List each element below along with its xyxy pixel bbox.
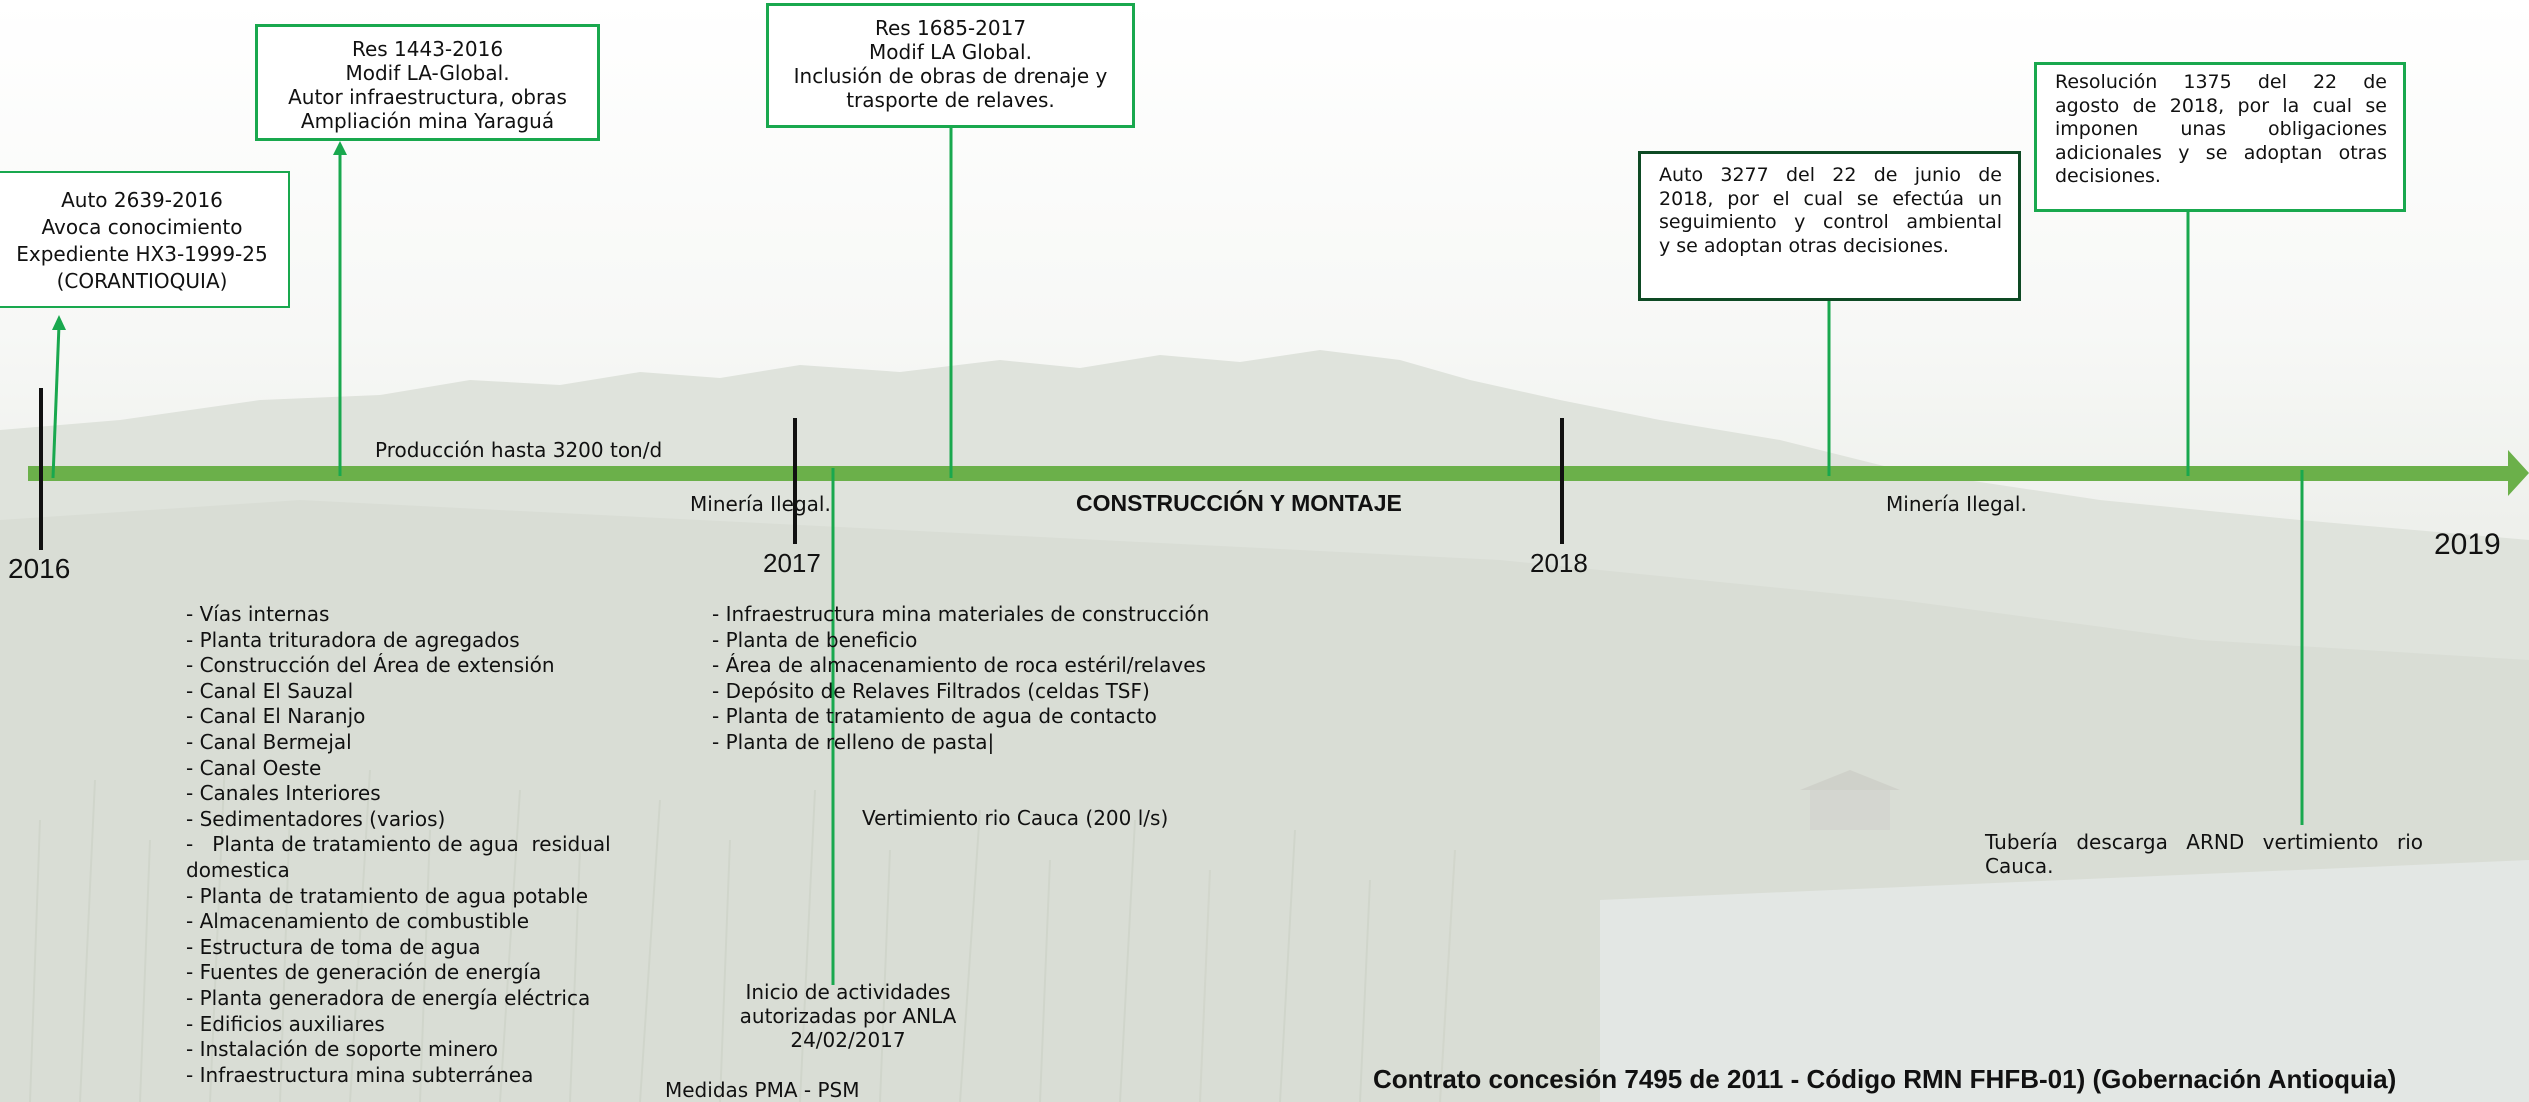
box-res-1685: Res 1685-2017 Modif LA Global. Inclusión… — [766, 3, 1135, 128]
list-item: - Canales Interiores — [186, 781, 381, 806]
list-item: - Planta de beneficio — [712, 627, 918, 652]
box-res-1375: Resolución 1375 del 22 de agosto de 2018… — [2034, 62, 2406, 212]
list-item: - Planta de tratamiento de agua residual… — [186, 832, 618, 882]
box-line: decisiones. — [2055, 165, 2161, 187]
year-2018: 2018 — [1530, 548, 1588, 578]
contract-caption: Contrato concesión 7495 de 2011 - Código… — [1373, 1064, 2397, 1094]
tuberia-line: Cauca. — [1985, 854, 2054, 878]
box-line: Resolución 1375 del 22 de — [2055, 71, 2387, 93]
box-line: seguimiento y control ambiental — [1659, 211, 2002, 233]
list-item: - Canal Oeste — [186, 755, 322, 780]
connector-auto-2639 — [51, 324, 61, 479]
list-item: - Vías internas — [186, 602, 330, 626]
box-line: Ampliación mina Yaraguá — [300, 109, 555, 133]
label-medidas-pma-psm: Medidas PMA - PSM — [665, 1078, 860, 1102]
list-item: - Canal Bermejal — [186, 729, 352, 754]
connector-auto-2639-arrow — [52, 315, 66, 330]
list-item: - Planta de relleno de pasta| — [712, 729, 995, 754]
list-item: - Planta de tratamiento de agua potable — [186, 883, 588, 908]
box-line: trasporte de relaves. — [846, 88, 1055, 112]
box-line: Avoca conocimiento — [41, 215, 243, 239]
list-item: - Edificios auxiliares — [186, 1011, 385, 1036]
list-item: - Almacenamiento de combustible — [186, 909, 530, 934]
list-item: - Canal El Sauzal — [186, 678, 354, 703]
list-item: - Planta generadora de energía eléctrica — [186, 985, 591, 1010]
list-item: - Construcción del Área de extensión — [186, 653, 555, 678]
timeline-arrow-head — [2508, 450, 2529, 496]
box-line: Res 1685-2017 — [874, 16, 1027, 40]
list-item: - Instalación de soporte minero — [186, 1037, 499, 1062]
box-line: Res 1443-2016 — [351, 37, 504, 61]
label-construccion-montaje: CONSTRUCCIÓN Y MONTAJE — [1076, 490, 1402, 516]
box-line: Autor infraestructura, obras — [288, 85, 567, 109]
list-item: - Infraestructura mina subterránea — [186, 1062, 534, 1087]
box-line: 2018, por el cual se efectúa un — [1659, 187, 2002, 210]
year-2016: 2016 — [8, 553, 71, 584]
label-vertimiento: Vertimiento rio Cauca (200 l/s) — [862, 806, 1169, 830]
connector-res-1443-arrow — [333, 141, 347, 155]
box-line: adicionales y se adoptan otras — [2055, 141, 2387, 164]
list-item: - Sedimentadores (varios) — [186, 806, 446, 831]
inicio-line: autorizadas por ANLA — [739, 1004, 957, 1028]
list-infraestructura-2017: - Infraestructura mina materiales de con… — [712, 602, 1209, 756]
box-line: y se adoptan otras decisiones. — [1659, 234, 1949, 257]
box-line: Auto 2639-2016 — [61, 188, 223, 212]
list-item: - Estructura de toma de agua — [186, 934, 481, 959]
timeline-arrow-shaft — [28, 466, 2518, 481]
list-item: - Fuentes de generación de energía — [186, 960, 542, 985]
box-auto-2639: Auto 2639-2016 Avoca conocimiento Expedi… — [0, 171, 290, 308]
list-item: - Canal El Naranjo — [186, 704, 366, 729]
box-line: Modif LA Global. — [869, 40, 1032, 64]
inicio-line: 24/02/2017 — [790, 1028, 906, 1052]
box-res-1443: Res 1443-2016 Modif LA-Global. Autor inf… — [255, 24, 600, 141]
label-inicio-actividades: Inicio de actividades autorizadas por AN… — [720, 980, 976, 1052]
list-item: - Planta trituradora de agregados — [186, 627, 520, 652]
box-line: Inclusión de obras de drenaje y — [793, 64, 1108, 88]
list-item: - Planta de tratamiento de agua de conta… — [712, 704, 1157, 729]
label-tuberia-descarga: Tubería descarga ARND vertimiento rio Ca… — [1985, 830, 2423, 878]
list-item: - Área de almacenamiento de roca estéril… — [712, 653, 1206, 678]
list-item: - Depósito de Relaves Filtrados (celdas … — [712, 678, 1150, 703]
inicio-line: Inicio de actividades — [745, 980, 951, 1004]
label-mineria-ilegal-1: Minería Ilegal. — [690, 492, 831, 516]
box-line: (CORANTIOQUIA) — [56, 269, 228, 293]
box-line: imponen unas obligaciones — [2055, 118, 2387, 140]
label-mineria-ilegal-2: Minería Ilegal. — [1886, 492, 2027, 516]
tuberia-line: Tubería descarga ARND vertimiento rio — [1985, 830, 2423, 854]
list-item: - Infraestructura mina materiales de con… — [712, 602, 1210, 626]
box-line: Expediente HX3-1999-25 — [16, 242, 268, 266]
year-2017: 2017 — [763, 548, 821, 578]
label-produccion: Producción hasta 3200 ton/d — [375, 438, 663, 462]
list-infraestructura-2016: - Vías internas - Planta trituradora de … — [186, 602, 656, 1088]
box-line: agosto de 2018, por la cual se — [2055, 94, 2387, 117]
year-2019: 2019 — [2434, 528, 2501, 561]
box-auto-3277: Auto 3277 del 22 de junio de 2018, por e… — [1638, 151, 2021, 301]
box-line: Auto 3277 del 22 de junio de — [1659, 164, 2002, 186]
box-line: Modif LA-Global. — [345, 61, 510, 85]
